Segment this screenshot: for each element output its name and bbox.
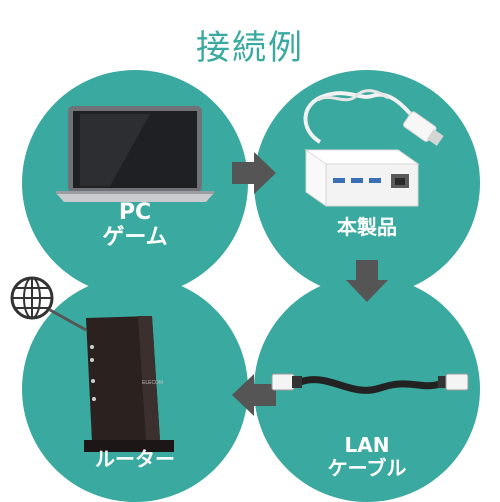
router-brand-label: ELECOM <box>142 380 163 386</box>
arrow-pc-to-product-icon <box>232 152 276 194</box>
product-node-label: 本製品 <box>337 215 397 239</box>
lan-node-label: LAN ケーブル <box>254 434 480 480</box>
lan-label-line2: ケーブル <box>327 456 407 480</box>
pc-label-line1: PC <box>118 200 152 225</box>
pc-label-line2: ゲーム <box>102 225 168 251</box>
pc-node-label: PC ゲーム <box>22 200 248 251</box>
arrow-product-to-lan-icon <box>346 260 388 302</box>
router-node-label: ルーター <box>95 447 175 471</box>
arrow-lan-to-router-icon <box>232 374 276 416</box>
lan-label-line1: LAN <box>344 433 390 457</box>
diagram-title: 接続例 <box>196 28 304 68</box>
